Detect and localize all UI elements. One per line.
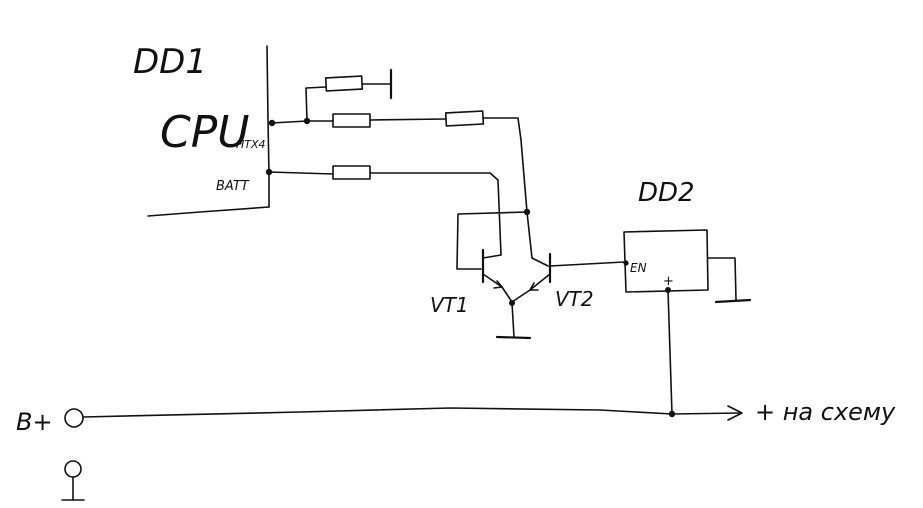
dd1-block (147, 45, 270, 217)
resistor-pulldown (324, 75, 364, 92)
cpu-pin-label: HTX4 (236, 138, 266, 151)
batt-pin-label: BATT (216, 179, 250, 194)
bplus-terminal (64, 408, 84, 428)
dd2-plus-label: + (663, 274, 674, 289)
ground-symbol-transistors (495, 335, 532, 340)
dd2-en-label: EN (630, 261, 647, 275)
cpu-label: CPU (160, 107, 249, 158)
resistor-r3 (332, 165, 371, 180)
output-label: + на схему (755, 398, 896, 426)
vt1-label: VT1 (430, 293, 469, 317)
ground-symbol-dd2 (714, 298, 752, 304)
cpu-pin-wire (268, 68, 531, 216)
batt-pin-wire (265, 165, 502, 256)
terminal-symbol (61, 460, 85, 501)
bplus-label: B+ (16, 408, 53, 436)
dd2-label: DD2 (638, 178, 695, 208)
battery-bus (64, 405, 743, 428)
vt2-label: VT2 (555, 287, 594, 311)
transistor-pair (456, 211, 625, 340)
resistor-r1 (332, 113, 371, 128)
dd2-block (623, 229, 752, 415)
resistor-r2 (444, 110, 485, 127)
dd1-label: DD1 (133, 42, 207, 82)
